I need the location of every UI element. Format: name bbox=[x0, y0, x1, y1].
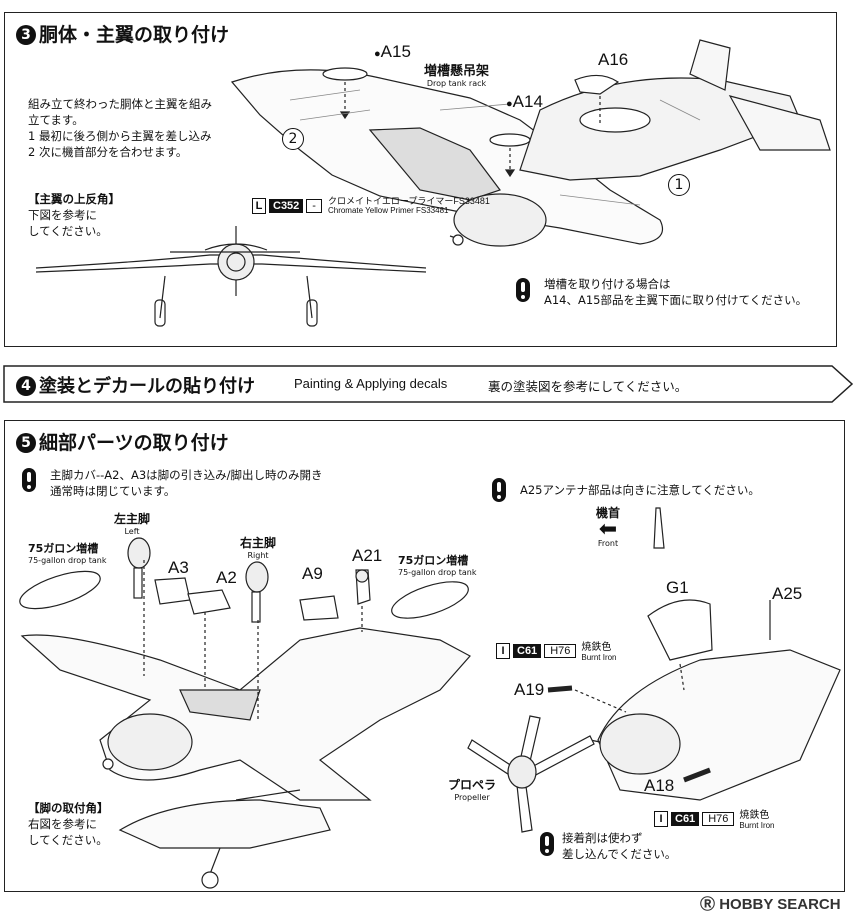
step-number-badge: 4 bbox=[16, 376, 36, 396]
right-gear-label: 右主脚 Right bbox=[240, 536, 277, 560]
section-3-instructions: 組み立て終わった胴体と主翼を組み 立てます。 1 最初に後ろ側から主翼を差し込み… bbox=[28, 97, 212, 159]
part-label-a2: A2 bbox=[216, 568, 237, 587]
step-marker-2: 2 bbox=[282, 128, 304, 150]
gear-cover-note: 主脚カバ--A2、A3は脚の引き込み/脚出し時のみ開き 通常時は閉じています。 bbox=[50, 468, 323, 498]
nose-direction: 機首 ⬅ Front bbox=[596, 506, 621, 548]
left-gear-label: 左主脚 Left bbox=[114, 512, 151, 536]
part-label-a14: ●A14 bbox=[506, 92, 543, 111]
paint-type-letter: L bbox=[252, 198, 266, 214]
drop-tank-label-right: 75ガロン増槽 75-gallon drop tank bbox=[398, 554, 477, 577]
paint-type-letter: I bbox=[654, 810, 668, 827]
fuselage-wing-assembly bbox=[230, 39, 831, 247]
paint-code-h: - bbox=[306, 199, 322, 213]
paint-callout-burnt-iron-1: I C61 H76 焼鉄色 Burnt Iron bbox=[496, 638, 617, 663]
drop-tank-note: 増槽を取り付ける場合は A14、A15部品を主翼下面に取り付けてください。 bbox=[544, 277, 808, 307]
drop-tank-rack-label: 増槽懸吊架 Drop tank rack bbox=[424, 64, 490, 88]
propeller-drawing bbox=[467, 715, 595, 833]
paint-code-h: H76 bbox=[544, 643, 577, 658]
part-label-a18: A18 bbox=[644, 776, 675, 795]
dihedral-note: 【主翼の上反角】 下図を参考に してください。 bbox=[28, 192, 120, 238]
part-label-g1: G1 bbox=[666, 578, 689, 597]
part-label-a19: A19 bbox=[514, 680, 545, 699]
part-label-a15: ●A15 bbox=[374, 42, 411, 61]
part-label-a25: A25 bbox=[772, 584, 803, 603]
paint-code: C352 bbox=[269, 199, 304, 213]
section-4-subtitle-en: Painting & Applying decals bbox=[294, 376, 448, 391]
glue-note: 接着剤は使わず 差し込んでください。 bbox=[562, 831, 677, 861]
part-label-a16: A16 bbox=[598, 50, 629, 69]
arrow-left-icon: ⬅ bbox=[598, 517, 618, 542]
part-label-a3: A3 bbox=[168, 558, 189, 577]
paint-callout-chromate: L C352 - クロメイトイエロープライマーFS33481 Chromate … bbox=[252, 196, 490, 216]
step-marker-1: 1 bbox=[668, 174, 690, 196]
caution-icon bbox=[516, 278, 530, 302]
paint-code: C61 bbox=[513, 643, 542, 658]
paint-code-h: H76 bbox=[702, 811, 735, 826]
part-label-a9: A9 bbox=[302, 564, 323, 583]
paint-code: C61 bbox=[671, 811, 700, 826]
propeller-label: プロペラ Propeller bbox=[448, 778, 497, 802]
drop-tank-label-left: 75ガロン増槽 75-gallon drop tank bbox=[28, 542, 107, 565]
caution-icon bbox=[22, 468, 36, 492]
caution-icon bbox=[492, 478, 506, 502]
step-number-badge: 5 bbox=[16, 433, 36, 453]
step-number-badge: 3 bbox=[16, 25, 36, 45]
caution-icon bbox=[540, 832, 554, 856]
front-view-aircraft bbox=[35, 226, 427, 327]
part-label-a21: A21 bbox=[352, 546, 383, 565]
paint-type-letter: I bbox=[496, 642, 510, 659]
section-4-subtitle-jp: 裏の塗装図を参考にしてください。 bbox=[488, 379, 688, 394]
gear-angle-note: 【脚の取付角】 右図を参考に してください。 bbox=[28, 801, 109, 847]
hobby-search-logo-icon: Ⓡ bbox=[700, 896, 716, 913]
antenna-note: A25アンテナ部品は向きに注意してください。 bbox=[520, 483, 760, 497]
watermark: Ⓡ HOBBY SEARCH bbox=[700, 896, 841, 913]
paint-callout-burnt-iron-2: I C61 H76 焼鉄色 Burnt Iron bbox=[654, 806, 775, 831]
